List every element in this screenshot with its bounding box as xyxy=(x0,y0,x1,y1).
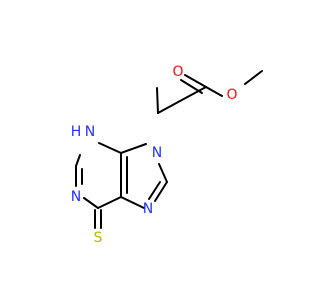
atom-n3: N xyxy=(85,124,95,140)
bond-n9-c4 xyxy=(120,143,147,154)
atom-n1: N xyxy=(71,189,81,205)
atom-s: S xyxy=(94,230,103,246)
bond-n1-c6 xyxy=(83,197,99,209)
atom-n7: N xyxy=(143,201,153,217)
atom-o-carbonyl: O xyxy=(172,64,183,80)
bond-c6-c5 xyxy=(97,196,122,209)
bond-c8-n7 xyxy=(154,181,168,202)
bond-c1-c2 xyxy=(157,100,181,114)
bond-n3-c2 xyxy=(75,154,81,167)
bond-c3-o-ester xyxy=(205,86,223,97)
bond-c3-o-carbonyl xyxy=(184,74,207,88)
bond-n9-c1 xyxy=(156,87,159,114)
atom-n3-h: H xyxy=(71,124,82,140)
bond-n9-c8 xyxy=(158,163,168,183)
bond-o-ester-methyl xyxy=(244,70,263,85)
bond-c2-c3 xyxy=(179,86,207,102)
bond-c3-o-carbonyl-2 xyxy=(180,79,203,94)
bond-n7-c5 xyxy=(120,196,145,209)
bond-c8-n7-2 xyxy=(148,181,161,200)
bond-c4-n3 xyxy=(98,142,122,154)
molecule-diagram: N H N N N S O O xyxy=(71,64,263,246)
atom-n9: N xyxy=(152,145,162,161)
atom-o-ester: O xyxy=(226,87,237,103)
